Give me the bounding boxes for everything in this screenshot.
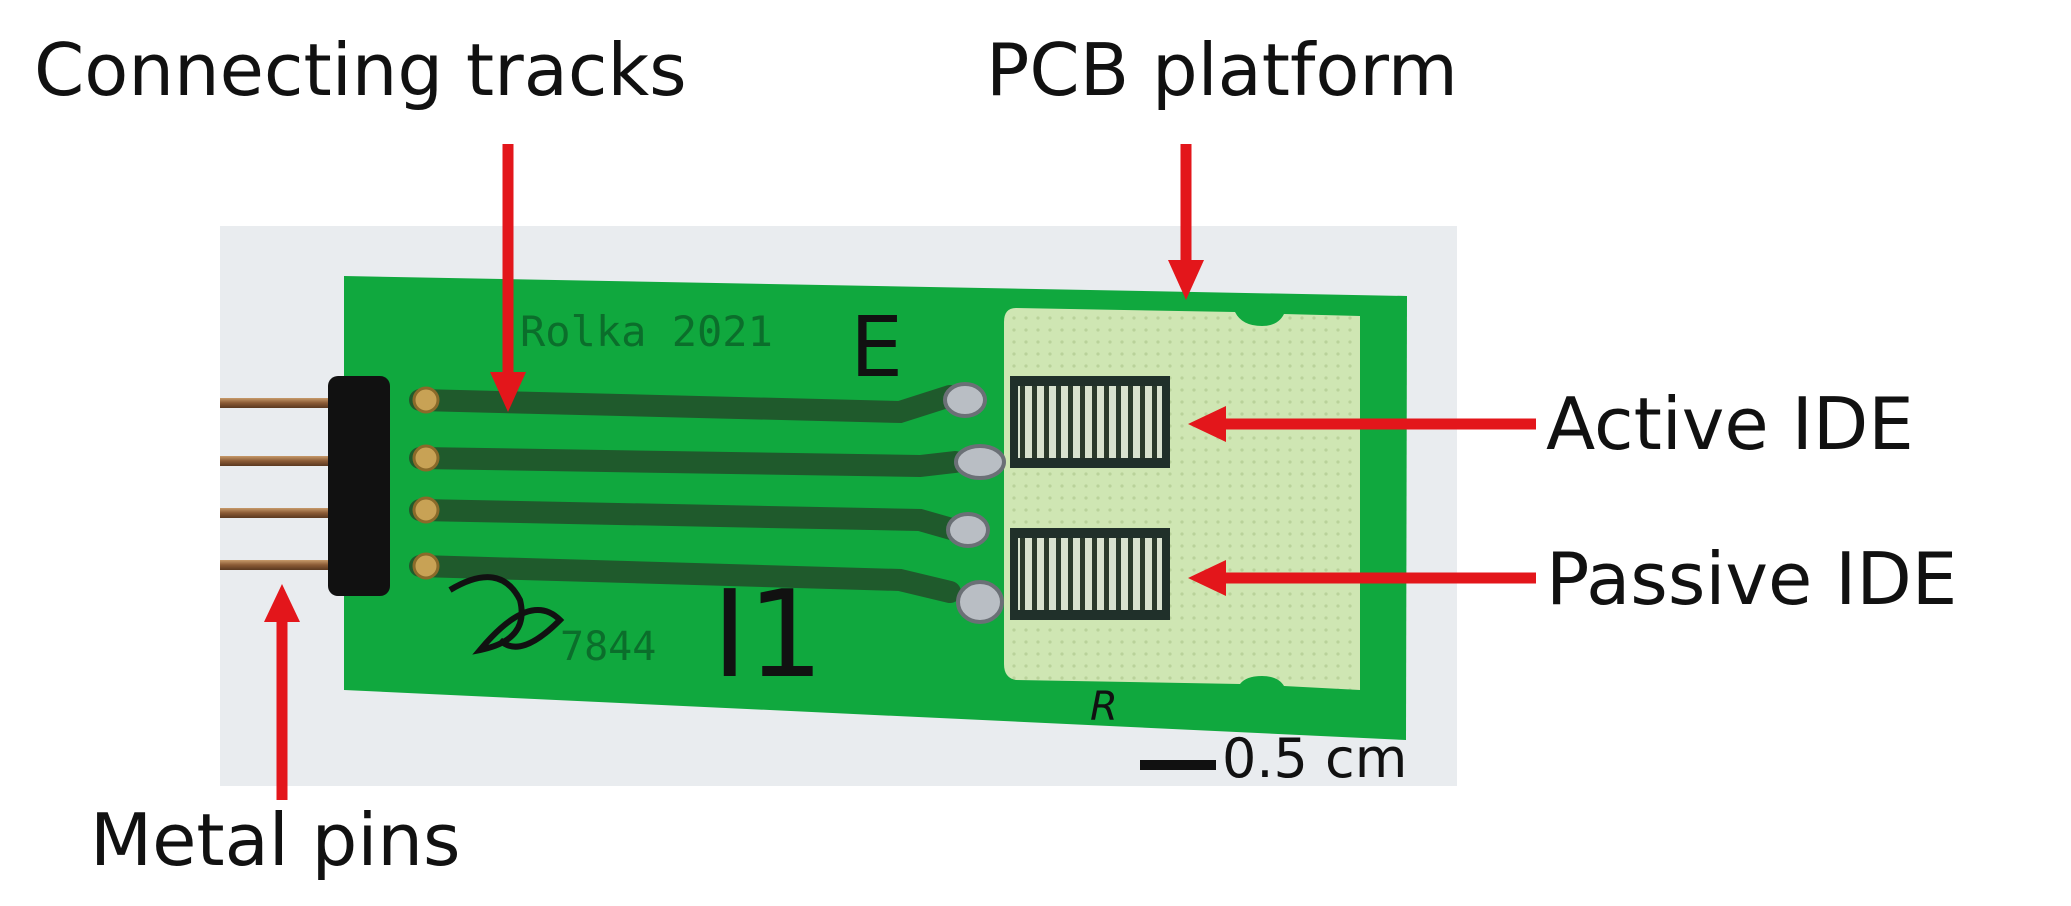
solder-joint <box>943 382 987 418</box>
gold-pad <box>412 386 440 414</box>
arrow-metal-pins <box>264 584 300 800</box>
pin-header <box>328 376 390 596</box>
active-ide <box>1010 376 1170 468</box>
arrow-connecting-tracks <box>490 144 526 412</box>
gold-pad <box>412 552 440 580</box>
pcb-platform <box>1004 308 1360 690</box>
track <box>409 447 966 478</box>
arrow-active-ide <box>1188 406 1536 442</box>
passive-ide <box>1010 528 1170 620</box>
board-marking: Rolka 2021 <box>520 307 773 356</box>
gold-pad <box>412 496 440 524</box>
handwritten-code: I1 <box>712 566 824 705</box>
gold-pad <box>412 444 440 472</box>
handwritten-letter-r: R <box>1090 684 1118 730</box>
track <box>409 499 966 541</box>
solder-joint <box>946 512 990 548</box>
track <box>409 555 961 603</box>
label-metal-pins: Metal pins <box>90 798 461 882</box>
arrow-pcb-platform <box>1168 144 1204 300</box>
metal-pin <box>220 560 340 570</box>
connecting-tracks <box>409 385 966 603</box>
scale-bar-label: 0.5 cm <box>1222 727 1408 790</box>
board-serial: 7844 <box>560 624 656 670</box>
gold-pads <box>412 386 440 580</box>
solder-joint <box>956 580 1004 624</box>
label-pcb-platform: PCB platform <box>986 28 1458 112</box>
metal-pin <box>220 456 340 466</box>
label-passive-ide: Passive IDE <box>1546 537 1958 621</box>
handwritten-letter-e: E <box>850 298 903 396</box>
solder-joint <box>954 444 1006 480</box>
metal-pin <box>220 508 340 518</box>
scale-bar <box>1140 760 1216 770</box>
metal-pins <box>220 398 340 570</box>
handwritten-scribble <box>448 574 565 655</box>
arrow-passive-ide <box>1188 560 1536 596</box>
annotation-arrows <box>264 144 1536 800</box>
track <box>409 385 961 424</box>
solder-joints <box>943 382 1006 624</box>
label-active-ide: Active IDE <box>1546 382 1914 466</box>
label-connecting-tracks: Connecting tracks <box>34 28 687 112</box>
metal-pin <box>220 398 340 408</box>
